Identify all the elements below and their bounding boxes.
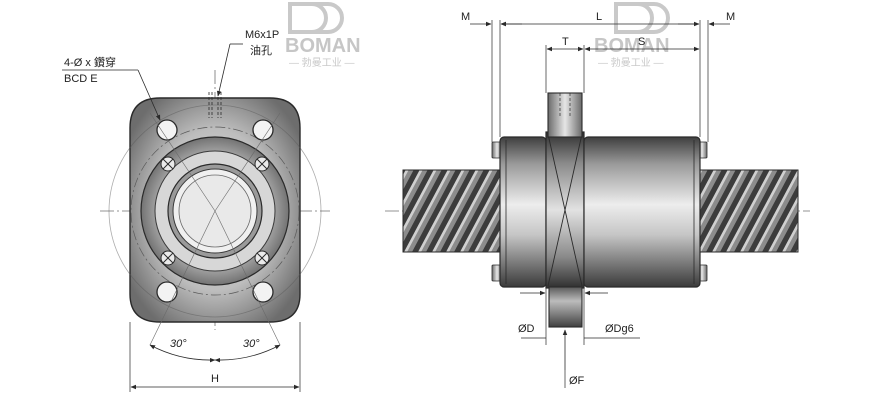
watermark-brand: BOMAN: [594, 35, 670, 57]
small-screws: [160, 156, 270, 266]
dia-dg6-label: ØDg6: [605, 323, 634, 335]
boman-logo-icon: [288, 1, 344, 34]
nut-side-view: M L M T S ØD ØDg6 ØF: [385, 11, 810, 388]
screw-icon: [254, 250, 270, 266]
nut-body-right: [583, 136, 701, 288]
dim-m-right-label: M: [726, 11, 735, 23]
spigot: [548, 286, 583, 328]
bolt-holes: [156, 119, 274, 303]
screw-icon: [160, 156, 176, 172]
hole-spec-label: 4-Ø x 鑽穿: [64, 55, 116, 69]
dia-f-label: ØF: [569, 375, 585, 387]
oil-port: [547, 92, 583, 138]
bcd-label: BCD E: [64, 73, 98, 85]
angle-arc-left: [149, 344, 216, 363]
angle-right-label: 30°: [243, 338, 260, 350]
boman-logo-icon: [614, 1, 670, 34]
bolt-hole: [156, 281, 178, 303]
bcd-circle: [130, 126, 300, 296]
dia-d-label: ØD: [518, 323, 535, 335]
flange-front-view: 30° 30° H 4-Ø x 鑽穿 BCD E M6x1P 油孔: [62, 29, 330, 392]
hole-spec-leader: [137, 69, 161, 121]
top-dimensions: [491, 20, 709, 142]
dim-s-label: S: [638, 36, 645, 48]
flange-cross-b: [547, 133, 583, 287]
angle-arc-right: [214, 344, 281, 363]
dim-m-left-label: M: [461, 11, 470, 23]
nut-body-left: [499, 136, 547, 288]
dim-l-label: L: [596, 11, 602, 23]
bolt-hole: [156, 119, 178, 141]
radial-lines: [149, 112, 281, 346]
width-dim-label: H: [211, 373, 219, 385]
watermark-subtitle: — 勃曼工业 —: [598, 56, 664, 69]
dim-t-label: T: [562, 36, 569, 48]
watermark-brand: BOMAN: [285, 35, 361, 57]
oil-thread-label: M6x1P: [245, 29, 279, 41]
watermark-right: BOMAN — 勃曼工业 —: [594, 1, 670, 69]
screw-shaft-left: [402, 169, 507, 253]
bolt-hole: [252, 281, 274, 303]
bolt-hole: [252, 119, 274, 141]
screw-icon: [254, 156, 270, 172]
watermark-left: BOMAN — 勃曼工业 —: [285, 1, 361, 69]
oil-hole: [208, 92, 222, 118]
oil-hole-leader: [216, 43, 231, 97]
watermark-subtitle: — 勃曼工业 —: [289, 56, 355, 69]
angle-left-label: 30°: [170, 338, 187, 350]
oil-hole-label: 油孔: [250, 43, 272, 57]
screw-icon: [160, 250, 176, 266]
screw-shaft-right: [699, 169, 799, 253]
